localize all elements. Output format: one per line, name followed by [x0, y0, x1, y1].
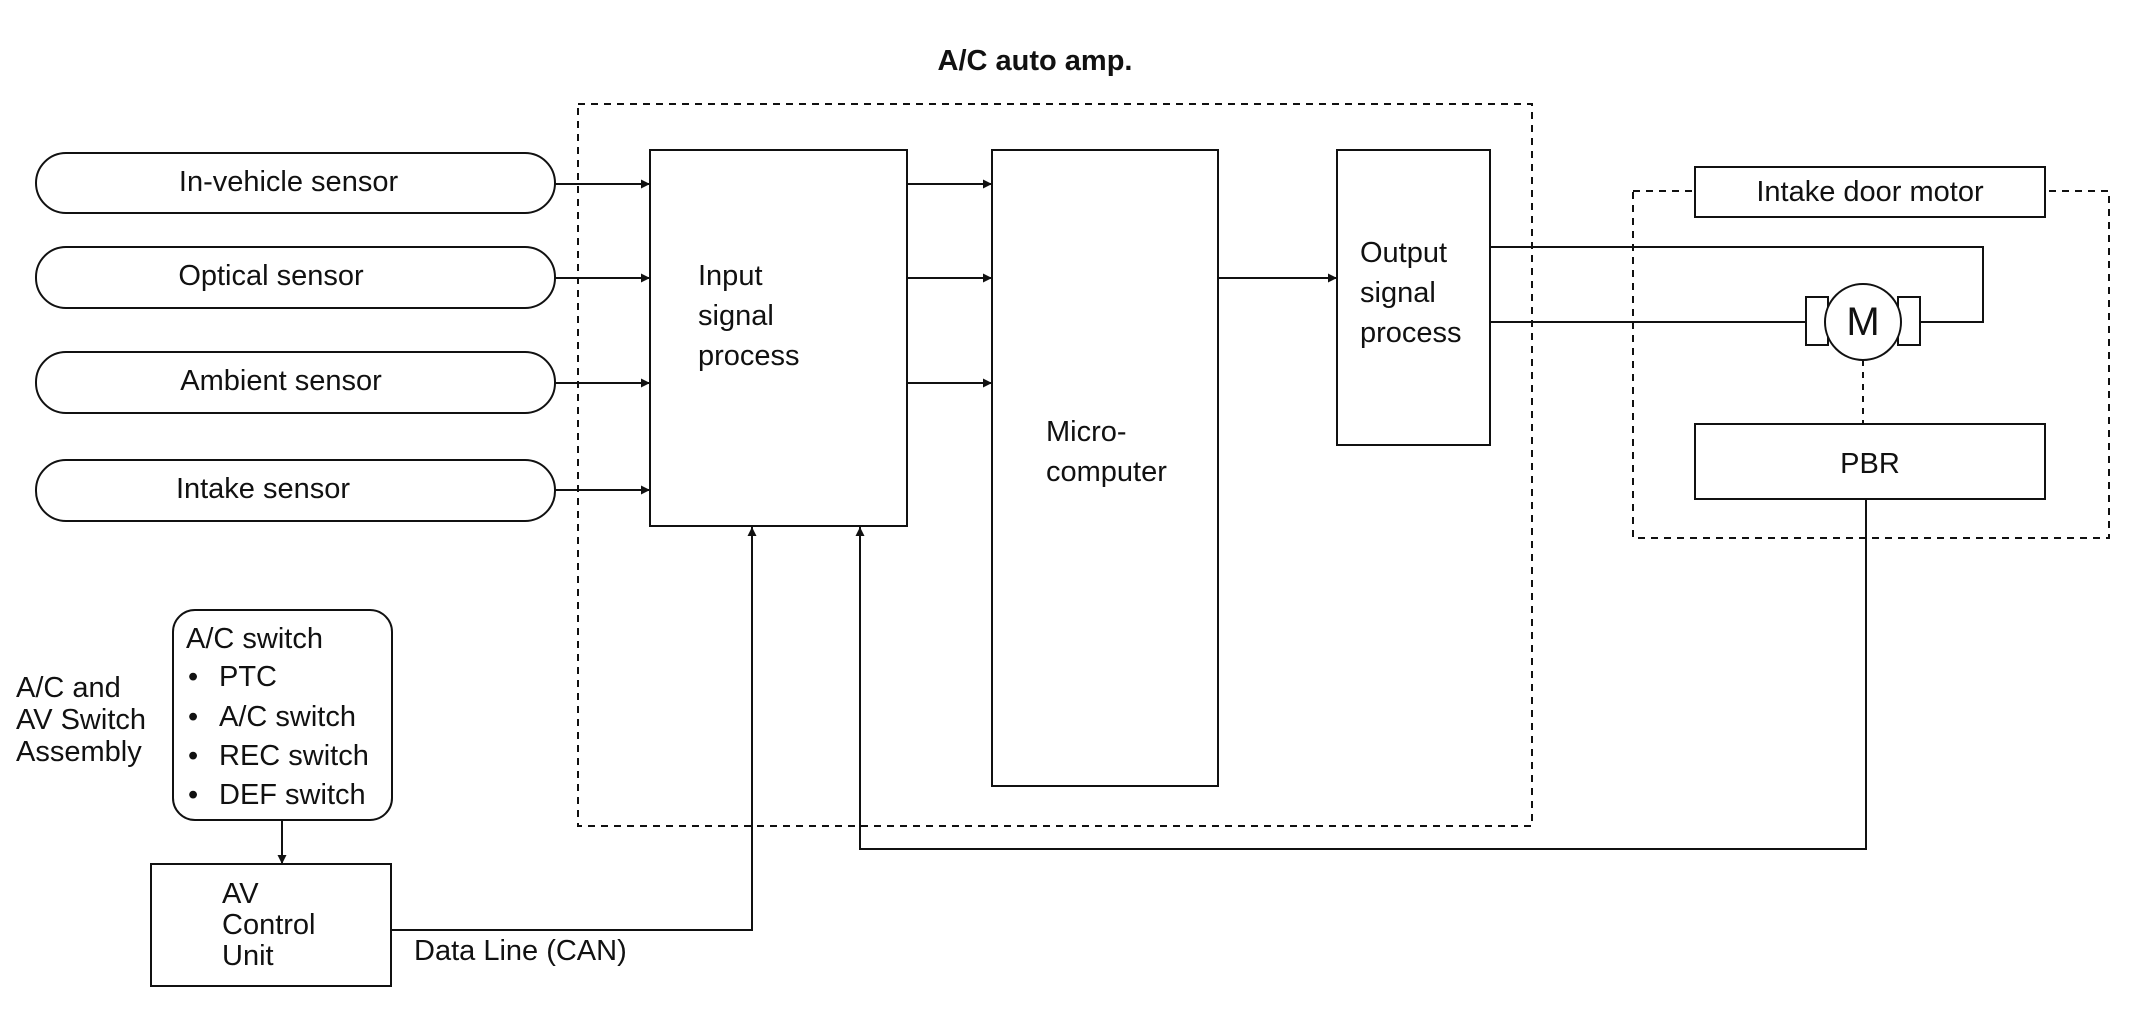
switch-item-label: A/C switch	[219, 701, 356, 733]
sensor-label-intake: Intake sensor	[175, 473, 351, 505]
switch-item-label: DEF switch	[219, 779, 366, 811]
wire-output-top-to-motor	[1490, 246, 1984, 323]
diagram-title: A/C auto amp.	[937, 45, 1133, 77]
switch-box-title: A/C switch	[186, 623, 323, 655]
input-signal-process-label: Input signal process	[698, 260, 800, 372]
pbr-block	[1694, 423, 2046, 500]
av-control-unit-label: AV Control Unit	[222, 878, 316, 972]
intake-door-motor-label-box	[1694, 166, 2046, 218]
microcomputer-label: Micro- computer	[1046, 416, 1167, 488]
output-signal-process-label: Output signal process	[1360, 237, 1462, 349]
av-control-unit-block	[150, 863, 392, 987]
data-line-can-label: Data Line (CAN)	[414, 935, 627, 967]
switch-assembly-label: A/C and AV Switch Assembly	[16, 672, 147, 768]
bullet-icon: •	[188, 661, 199, 693]
bullet-icon: •	[188, 740, 199, 772]
motor-symbol-letter: M	[1846, 300, 1880, 344]
intake-door-motor-boundary	[1632, 190, 2110, 539]
switch-item-label: PTC	[219, 661, 277, 693]
input-signal-process-block	[649, 149, 908, 527]
bullet-icon: •	[188, 779, 199, 811]
sensor-label-in-vehicle: In-vehicle sensor	[178, 166, 399, 198]
wire-pbr-feedback-to-input	[855, 499, 1867, 850]
pbr-label: PBR	[1840, 448, 1900, 480]
wire-data-line-can	[391, 527, 757, 931]
bullet-icon: •	[188, 701, 199, 733]
sensor-label-ambient: Ambient sensor	[180, 365, 382, 397]
output-signal-process-block	[1336, 149, 1491, 446]
intake-door-motor-label: Intake door motor	[1756, 176, 1984, 208]
sensor-label-optical: Optical sensor	[178, 260, 364, 292]
microcomputer-block	[991, 149, 1219, 787]
switch-item-label: REC switch	[219, 740, 369, 772]
ac-auto-amp-boundary	[577, 103, 1533, 827]
